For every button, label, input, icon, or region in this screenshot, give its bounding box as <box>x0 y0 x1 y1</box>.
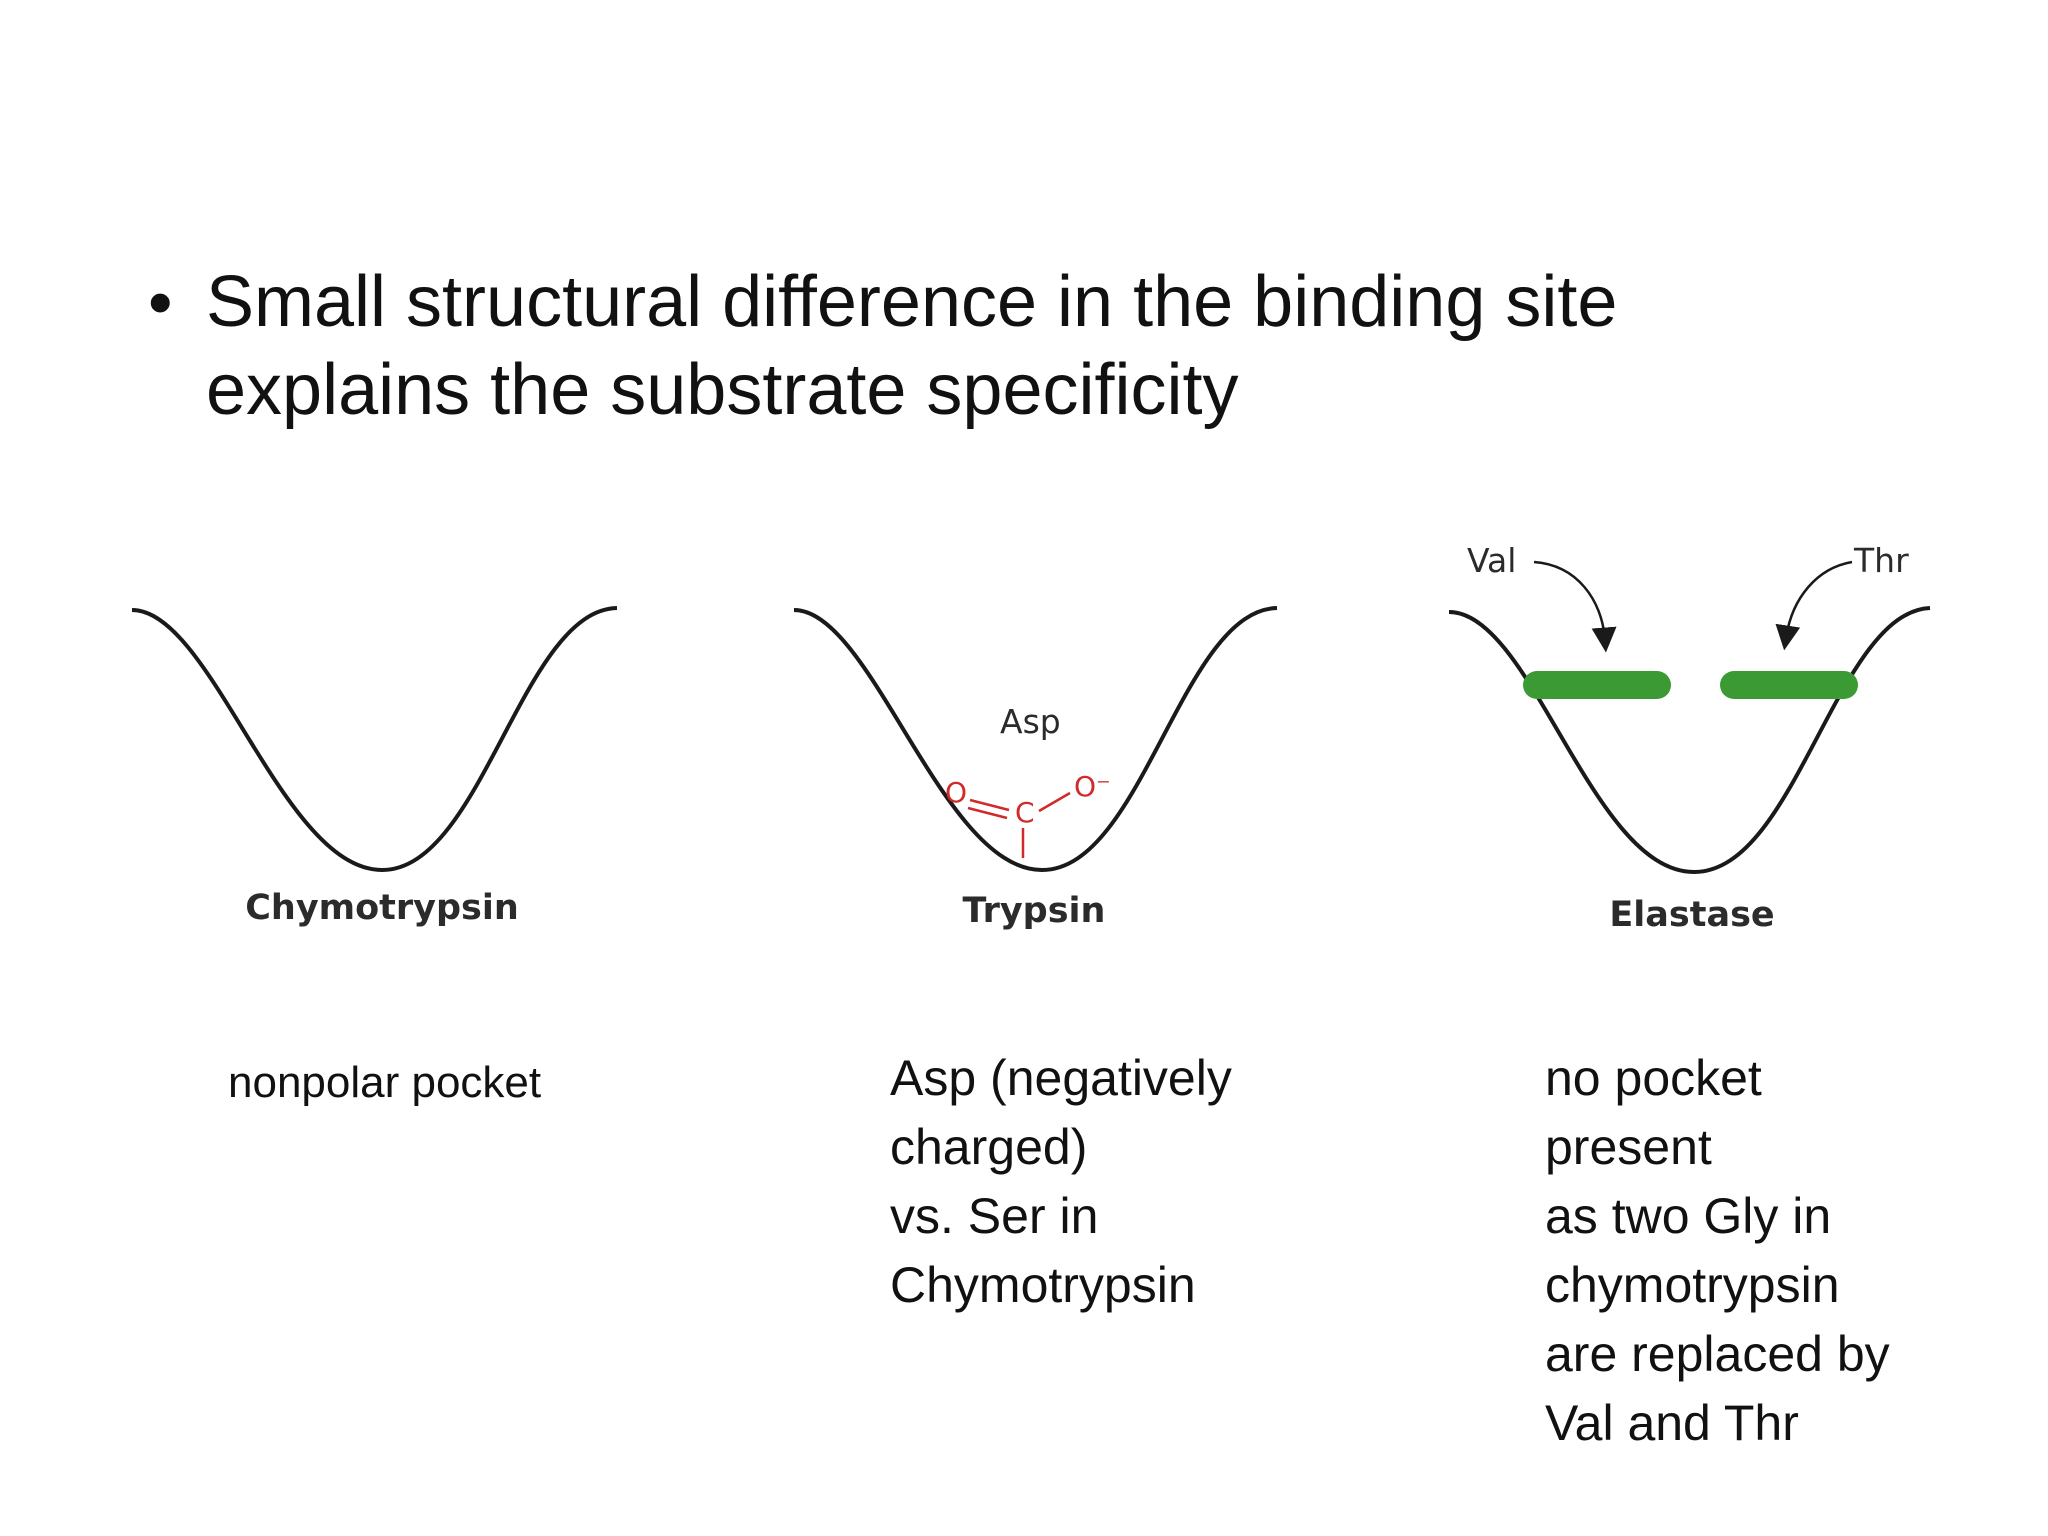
chymotrypsin-pocket-curve <box>131 606 618 873</box>
trypsin-pocket-curve <box>793 606 1278 873</box>
bullet-symbol: • <box>148 263 173 341</box>
caption-trypsin: Asp (negatively charged) vs. Ser in Chym… <box>890 1050 1232 1313</box>
elastase-label: Elastase <box>1609 895 1775 935</box>
atom-o-left: O <box>945 776 967 809</box>
thr-label: Thr <box>1853 541 1909 580</box>
val-label: Val <box>1467 541 1516 580</box>
elastase-pocket-curve <box>1448 606 1931 875</box>
pocket-diagrams: Asp O C O⁻ Val Thr <box>131 541 1931 875</box>
atom-o-right: O⁻ <box>1074 770 1111 803</box>
caption-chymotrypsin: nonpolar pocket <box>228 1058 542 1107</box>
asp-residue-label: Asp <box>1000 702 1061 741</box>
trypsin-label: Trypsin <box>962 891 1106 931</box>
bullet-text: Small structural difference in the bindi… <box>206 262 1618 430</box>
val-arrow <box>1533 560 1617 653</box>
carboxylate-group: O C O⁻ <box>945 770 1111 858</box>
binding-pocket-figure: Asp O C O⁻ Val Thr Chymotrypsin Trypsin … <box>102 520 1952 980</box>
chymotrypsin-label: Chymotrypsin <box>245 888 519 928</box>
caption-elastase: no pocket present as two Gly in chymotry… <box>1545 1050 1890 1451</box>
thr-arrow <box>1775 560 1853 651</box>
bullet-point: • Small structural difference in the bin… <box>148 258 1848 434</box>
atom-c: C <box>1015 796 1035 829</box>
